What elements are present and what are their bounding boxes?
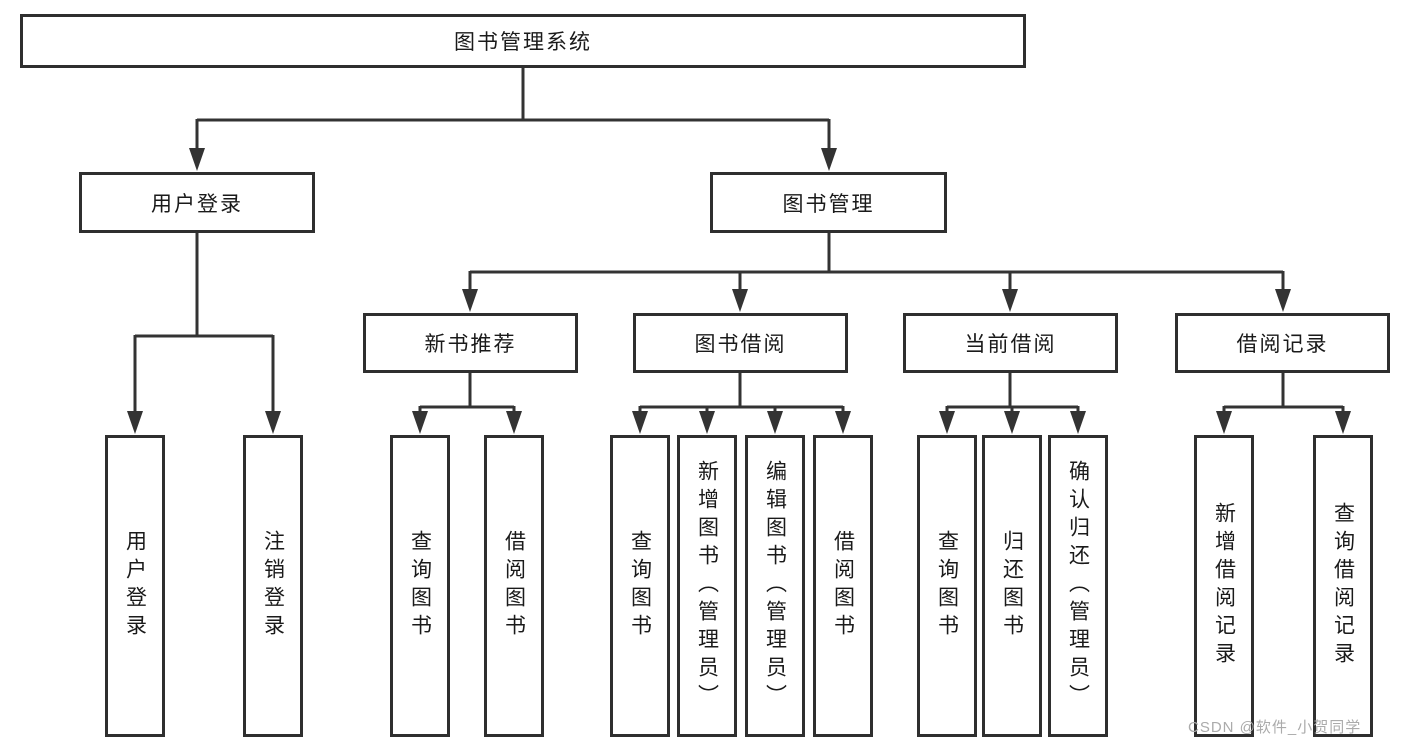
leaf-borrow-books: 借阅图书 — [813, 435, 873, 737]
csdn-watermark: CSDN @软件_小贺同学 — [1188, 719, 1362, 736]
leaf-user-login: 用户登录 — [105, 435, 165, 737]
node-book-borrow: 图书借阅 — [633, 313, 848, 373]
leaf-query-borrow-record: 查询借阅记录 — [1313, 435, 1373, 737]
leaf-return-books: 归还图书 — [982, 435, 1042, 737]
node-borrow-records: 借阅记录 — [1175, 313, 1390, 373]
node-book-management: 图书管理 — [710, 172, 947, 233]
node-new-book-recommend: 新书推荐 — [363, 313, 578, 373]
leaf-query-books-current: 查询图书 — [917, 435, 977, 737]
node-library-management-system: 图书管理系统 — [20, 14, 1026, 68]
leaf-add-borrow-record: 新增借阅记录 — [1194, 435, 1254, 737]
leaf-confirm-return-admin: 确认归还（管理员） — [1048, 435, 1108, 737]
leaf-add-books-admin: 新增图书（管理员） — [677, 435, 737, 737]
leaf-logout: 注销登录 — [243, 435, 303, 737]
leaf-query-books-borrow: 查询图书 — [610, 435, 670, 737]
arrowhead-icons — [127, 148, 1351, 434]
node-current-borrow: 当前借阅 — [903, 313, 1118, 373]
leaf-query-books-recommend: 查询图书 — [390, 435, 450, 737]
node-user-login: 用户登录 — [79, 172, 315, 233]
leaf-edit-books-admin: 编辑图书（管理员） — [745, 435, 805, 737]
leaf-borrow-books-recommend: 借阅图书 — [484, 435, 544, 737]
